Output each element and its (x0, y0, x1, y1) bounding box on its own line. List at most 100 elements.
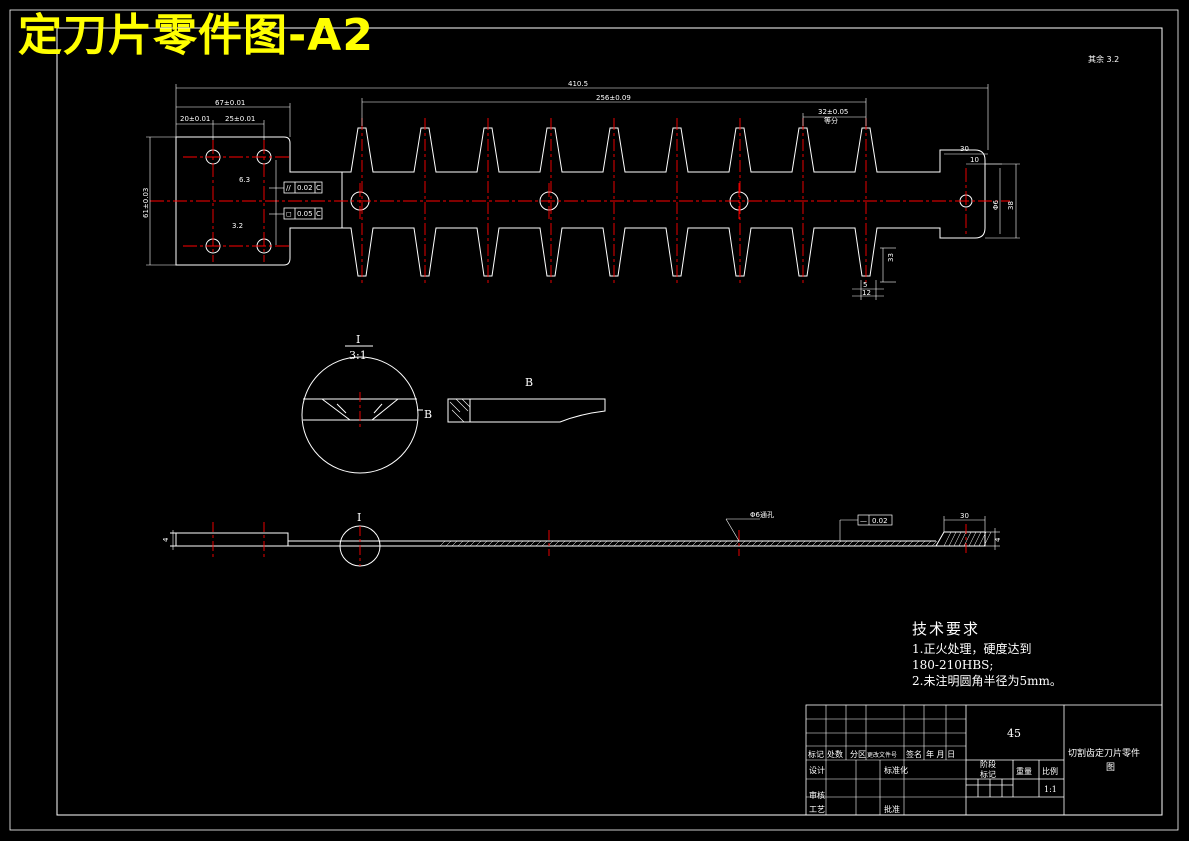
dimension-lines (146, 84, 1020, 300)
hatch-line (463, 540, 470, 547)
hatch-line (601, 540, 608, 547)
tb-review: 审核 (809, 790, 825, 800)
roughness-a: 6.3 (239, 176, 250, 184)
hatch-line (577, 540, 584, 547)
dim-left-block-width: 67±0.01 (215, 99, 245, 107)
title-block-labels: 标记 处数 分区 更改文件号 签名 年 月 日 设计 标准化 审核 工艺 批准 … (808, 727, 1140, 814)
side-centerlines (212, 522, 967, 566)
hatch-line (469, 540, 476, 547)
hatch-line (859, 540, 866, 547)
tol-symbol-2: ◻ (286, 210, 292, 218)
hatch-line (829, 540, 836, 547)
hatch-line (745, 540, 752, 547)
tol-datum-1: C (316, 184, 321, 192)
tb-weight: 重量 (1016, 766, 1032, 776)
dim-tooth-root-width: 12 (862, 289, 871, 297)
hatch-line (973, 531, 982, 547)
centerlines (150, 140, 1010, 262)
dim-pitch-note: 等分 (824, 116, 838, 125)
inner-frame (56, 27, 1163, 816)
hatch-line (739, 540, 746, 547)
tb-scale-value: 1:1 (1044, 785, 1057, 794)
hatch-line (505, 540, 512, 547)
hatch-line (727, 540, 734, 547)
tech-line-1: 1.正火处理，硬度达到 (912, 642, 1032, 656)
tol-symbol-1: // (286, 184, 291, 192)
detail-section-label: B (424, 408, 432, 421)
hatch-line (553, 540, 560, 547)
hatch-line (895, 540, 902, 547)
hatch-line (481, 540, 488, 547)
tooth-centerlines (361, 118, 867, 286)
tb-header-date: 年 月 日 (926, 749, 955, 759)
tech-heading: 技术要求 (912, 620, 981, 638)
title-block-grid (806, 705, 966, 815)
hatch-line (709, 540, 716, 547)
surface-roughness-note: 其余 3.2 (1088, 55, 1120, 64)
hatch-line (963, 531, 972, 547)
side-flatness: 0.02 (872, 517, 888, 525)
hatch-line (805, 540, 812, 547)
side-view (170, 514, 1000, 567)
hatch-line (637, 540, 644, 547)
hatch-line (649, 540, 656, 547)
hatch-line (889, 540, 896, 547)
hatch-line (457, 540, 464, 547)
side-length-label: 30 (960, 512, 969, 520)
hatch-line (883, 540, 890, 547)
dim-tooth-depth: 33 (887, 253, 895, 262)
hatch-line (499, 540, 506, 547)
hatch-line (613, 540, 620, 547)
hatch-line (781, 540, 788, 547)
dim-hole-offset-b: 25±0.01 (225, 115, 255, 123)
hatch-line (877, 540, 884, 547)
hatch-line (841, 540, 848, 547)
hatch-line (607, 540, 614, 547)
tb-standardize: 标准化 (884, 765, 908, 775)
hatch-line (685, 540, 692, 547)
hatch-line (799, 540, 806, 547)
dim-height-left: 61±0.03 (142, 188, 150, 218)
side-view-hatching (439, 531, 992, 547)
tb-stage-mark: 阶段 (980, 759, 996, 769)
hatch-line (625, 540, 632, 547)
dim-hole-diameter-right: Φ6 (992, 199, 1000, 210)
hatch-line (787, 540, 794, 547)
hatch-line (931, 540, 938, 547)
front-view-labels: 410.5 256±0.09 32±0.05 等分 67±0.01 20±0.0… (142, 80, 1015, 297)
tb-header-mark: 标记 (808, 749, 824, 759)
hatch-line (439, 540, 446, 547)
tb-drawing-name-1: 切割齿定刀片零件 (1068, 747, 1140, 759)
hatch-line (733, 540, 740, 547)
hatch-line (631, 540, 638, 547)
tb-approve: 批准 (884, 804, 900, 814)
hatch-line (493, 540, 500, 547)
hatch-line (793, 540, 800, 547)
hatch-line (919, 540, 926, 547)
detail-scale: 3:1 (349, 349, 367, 362)
dim-right-height: 38 (1007, 201, 1015, 210)
tb-design: 设计 (809, 765, 825, 775)
hatch-line (703, 540, 710, 547)
hatch-line (901, 540, 908, 547)
hatch-line (589, 540, 596, 547)
hatch-line (679, 540, 686, 547)
hatch-line (475, 540, 482, 547)
tb-header-zone: 分区 (850, 750, 866, 759)
outer-frame (9, 9, 1179, 831)
hatch-line (948, 531, 957, 547)
hatch-line (535, 540, 542, 547)
dim-overall-length: 410.5 (568, 80, 588, 88)
hatch-line (715, 540, 722, 547)
tb-scale-label: 比例 (1042, 766, 1058, 776)
side-hole-label: Φ6通孔 (750, 510, 774, 519)
side-height-label: 4 (994, 537, 1002, 542)
hatch-line (958, 531, 967, 547)
hatch-line (595, 540, 602, 547)
tb-header-signature: 签名 (906, 749, 922, 759)
hatch-line (953, 531, 962, 547)
detail-label: I (356, 333, 360, 346)
hatch-line (865, 540, 872, 547)
hatch-line (763, 540, 770, 547)
